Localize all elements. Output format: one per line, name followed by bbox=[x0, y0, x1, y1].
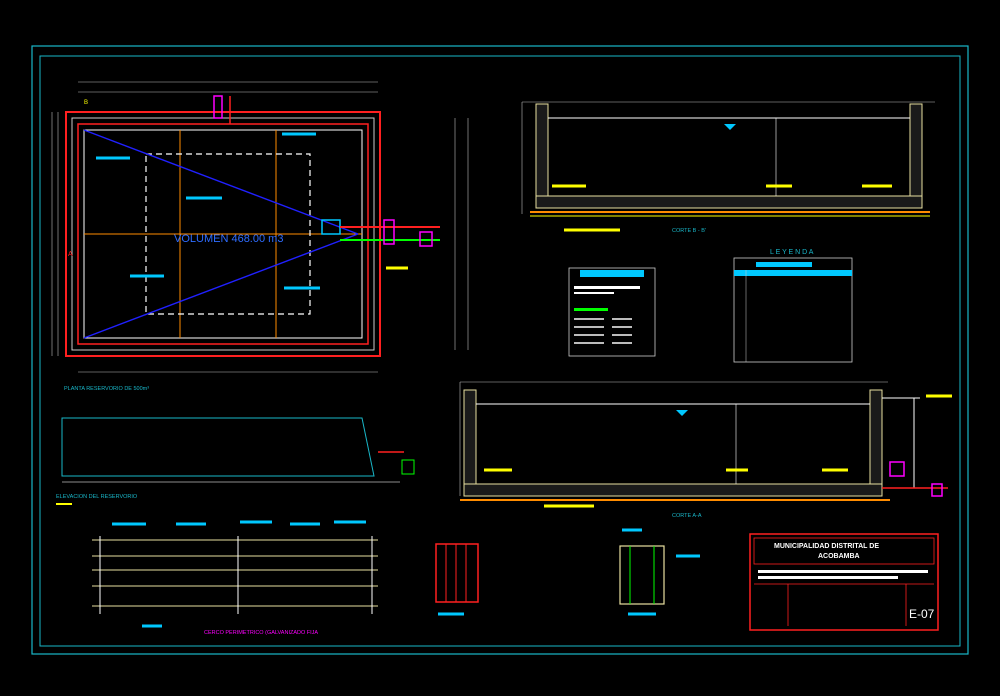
column-detail bbox=[619, 528, 700, 616]
section-bb-caption: CORTE B - B' bbox=[672, 228, 706, 234]
plan-caption: PLANTA RESERVORIO DE 500m³ bbox=[64, 386, 149, 392]
section-marker-b-top: B bbox=[84, 100, 88, 106]
title-block-place: ACOBAMBA bbox=[818, 553, 860, 560]
sheet-code: E-07 bbox=[909, 607, 935, 621]
section-aa-view: CORTE A-A bbox=[459, 381, 952, 519]
title-block-municipality: MUNICIPALIDAD DISTRITAL DE bbox=[774, 543, 879, 550]
section-marker-a-left: A bbox=[68, 251, 73, 258]
volume-label: VOLUMEN 468.00 m3 bbox=[174, 233, 283, 245]
outer-frame bbox=[31, 45, 969, 655]
legend-table: L E Y E N D A bbox=[733, 249, 853, 363]
notes-box bbox=[568, 267, 656, 357]
section-bb-view: CORTE B - B' bbox=[521, 101, 935, 234]
reservoir-plan-view: A B VOLUMEN 468.00 m3 PLANTA RESERVORIO … bbox=[51, 81, 469, 392]
legend-title: L E Y E N D A bbox=[770, 249, 814, 256]
gate-detail bbox=[435, 543, 479, 616]
perimeter-fence-view: CERCO PERIMETRICO (GALVANIZADO FIJA bbox=[92, 520, 378, 636]
title-block: MUNICIPALIDAD DISTRITAL DE ACOBAMBA E-07 bbox=[749, 533, 939, 631]
reservoir-elevation-view: ELEVACION DEL RESERVORIO bbox=[56, 417, 415, 505]
fence-caption: CERCO PERIMETRICO (GALVANIZADO FIJA bbox=[204, 630, 318, 636]
inner-frame bbox=[39, 55, 961, 647]
section-aa-caption: CORTE A-A bbox=[672, 513, 702, 519]
elevation-caption: ELEVACION DEL RESERVORIO bbox=[56, 494, 138, 500]
